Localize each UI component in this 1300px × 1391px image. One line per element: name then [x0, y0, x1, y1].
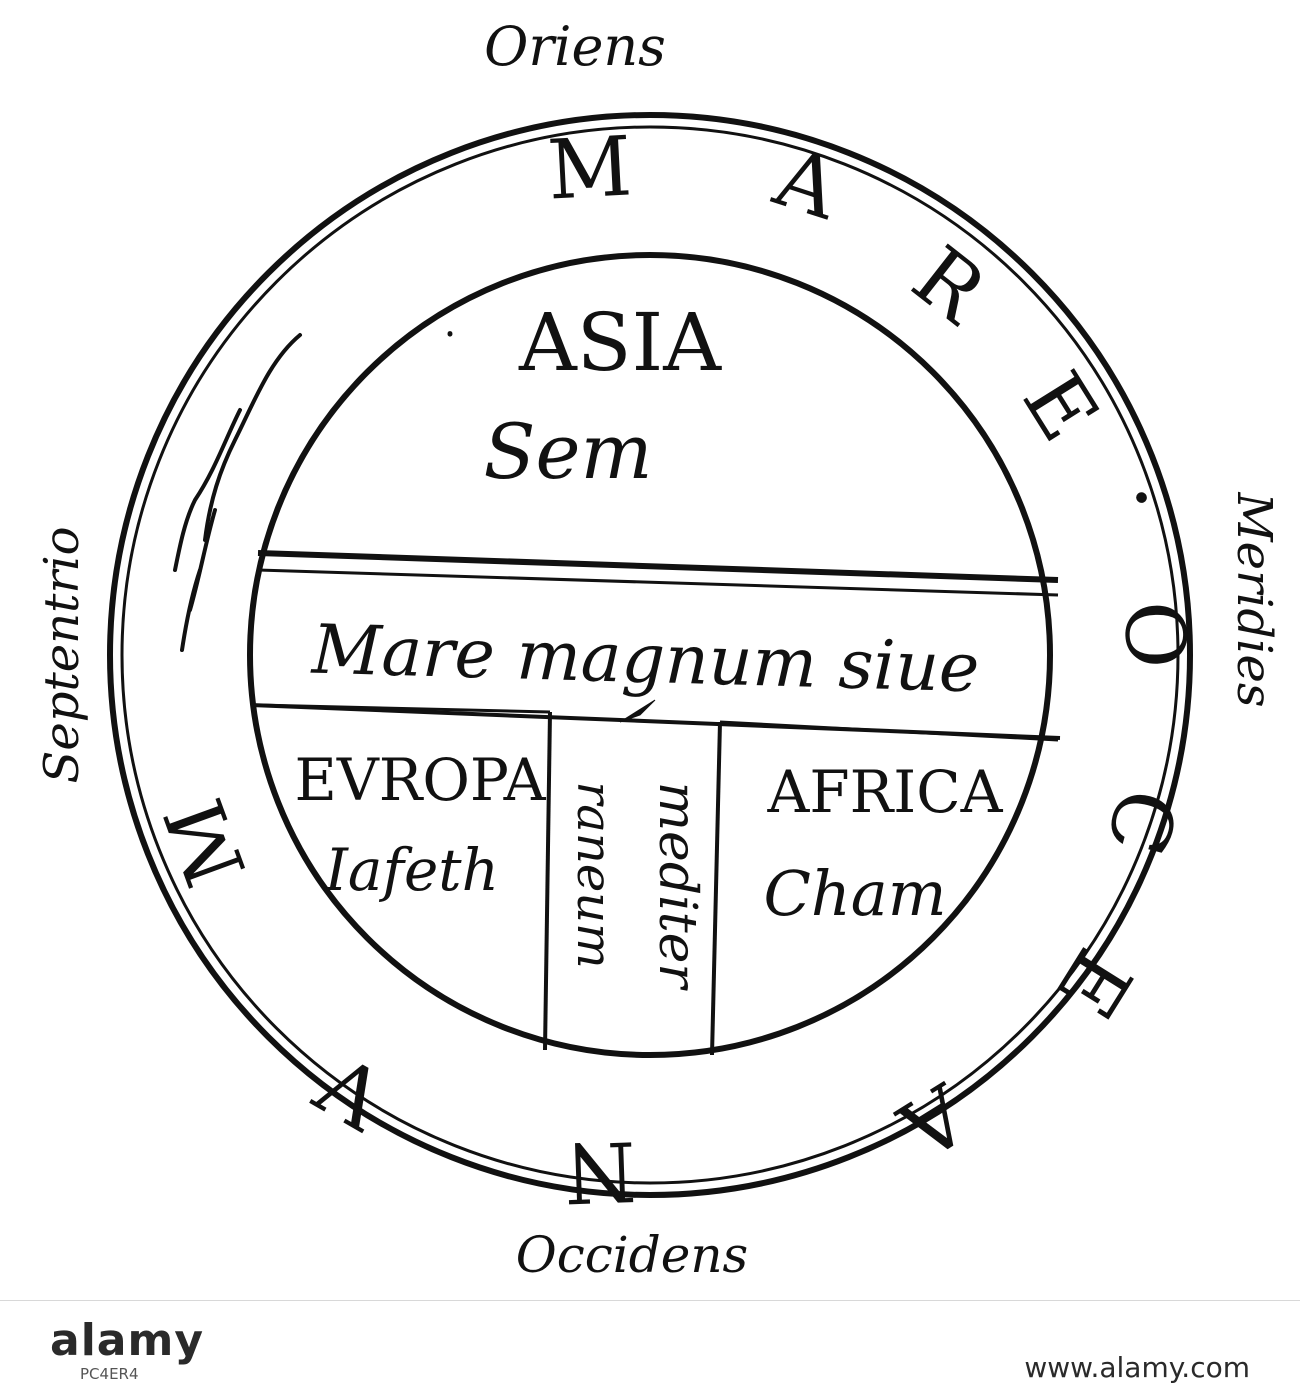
- sea-label-mediter: mediter: [647, 782, 707, 992]
- ocean-letter-6: O: [1105, 600, 1202, 671]
- ocean-letter-7: C: [1087, 779, 1195, 864]
- alamy-logo: alamy: [50, 1315, 204, 1366]
- river-strokes: [173, 333, 302, 652]
- mediterranean-sea: [251, 550, 1061, 1056]
- asia-mark-left: ⸱: [445, 312, 456, 358]
- ocean-letter-10: N: [563, 1122, 638, 1219]
- africa-son: Cham: [763, 857, 946, 930]
- asia-son: Sem: [483, 407, 652, 496]
- continent-europa: EVROPA: [294, 746, 546, 814]
- ocean-letter-4: E: [1004, 356, 1116, 457]
- ocean-letter-2: A: [763, 130, 851, 240]
- direction-west: Occidens: [516, 1226, 748, 1284]
- inner-ring: [247, 252, 1053, 1058]
- outer-ring-inner-line: [120, 125, 1180, 1185]
- ocean-letter-12: M: [147, 786, 265, 897]
- ocean-letter-1: M: [545, 119, 634, 218]
- continent-africa: AFRICA: [767, 758, 1004, 826]
- alamy-domain: www.alamy.com: [1024, 1351, 1250, 1384]
- continent-asia: ASIA: [518, 296, 722, 389]
- t-o-map: Oriens Occidens Septentrio Meridies M A …: [34, 15, 1282, 1284]
- outer-ring: [107, 112, 1193, 1198]
- europa-son: Iafeth: [324, 836, 499, 904]
- ocean-letter-3: R: [895, 229, 1004, 343]
- direction-north: Septentrio: [34, 526, 90, 783]
- sea-label-line1: Mare magnum siue: [309, 611, 980, 709]
- watermark-bar: alamy PC4ER4 www.alamy.com: [0, 1300, 1300, 1391]
- ocean-letter-8: E: [1037, 933, 1149, 1034]
- sea-label-raneum: raneum: [566, 781, 622, 968]
- stock-id: PC4ER4: [80, 1365, 139, 1383]
- direction-south: Meridies: [1226, 492, 1282, 708]
- direction-east: Oriens: [484, 15, 666, 78]
